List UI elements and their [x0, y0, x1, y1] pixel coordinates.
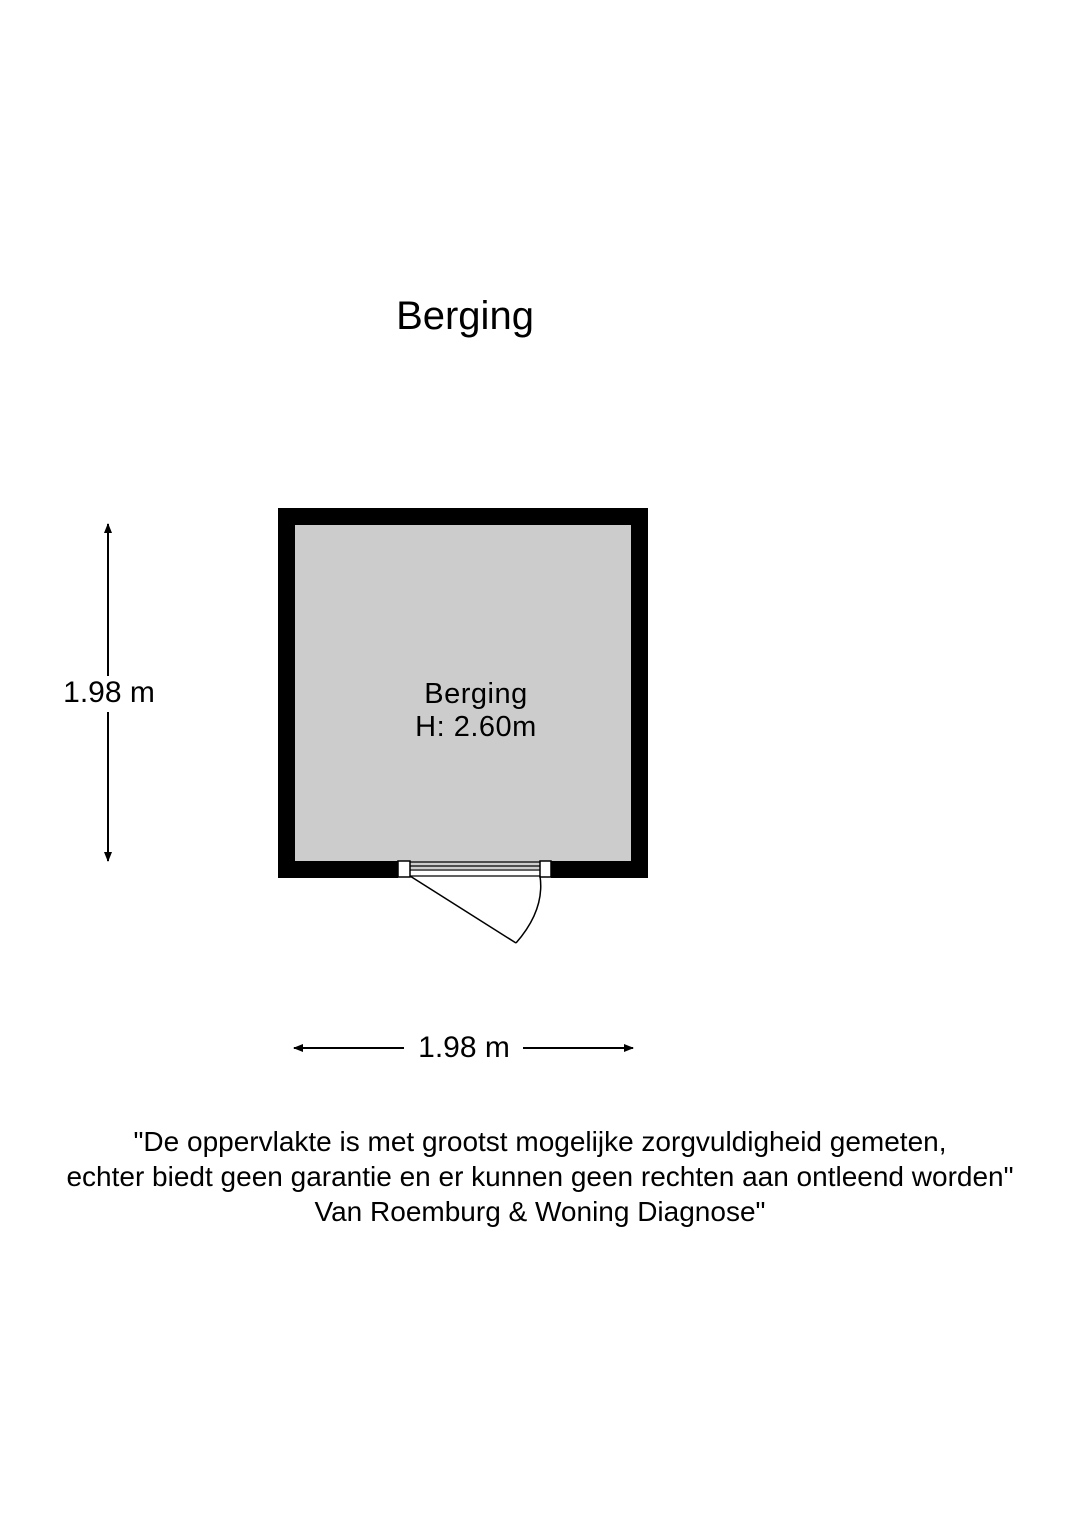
vertical-dimension-label: 1.98 m [55, 676, 163, 710]
door [397, 860, 552, 944]
page-title: Berging [396, 294, 534, 338]
room-height-label: H: 2.60m [415, 711, 537, 743]
room-floor [286, 516, 640, 869]
horizontal-dimension-label: 1.98 m [405, 1031, 523, 1065]
wall-bottom-right [551, 861, 648, 878]
wall-top [278, 508, 648, 525]
disclaimer-line: Van Roemburg & Woning Diagnose" [314, 1196, 766, 1227]
walls [278, 508, 648, 878]
room-name-label: Berging [424, 678, 528, 710]
disclaimer-line: echter biedt geen garantie en er kunnen … [66, 1161, 1014, 1192]
wall-left [278, 508, 295, 878]
door-leaf [409, 875, 517, 944]
wall-right [631, 508, 648, 878]
wall-bottom-left [278, 861, 398, 878]
door-swing-arc [515, 875, 542, 944]
disclaimer-line: "De oppervlakte is met grootst mogelijke… [133, 1126, 947, 1157]
disclaimer: "De oppervlakte is met grootst mogelijke… [0, 1124, 1080, 1229]
door-jamb-right [539, 860, 552, 878]
door-jamb-left [397, 860, 411, 878]
